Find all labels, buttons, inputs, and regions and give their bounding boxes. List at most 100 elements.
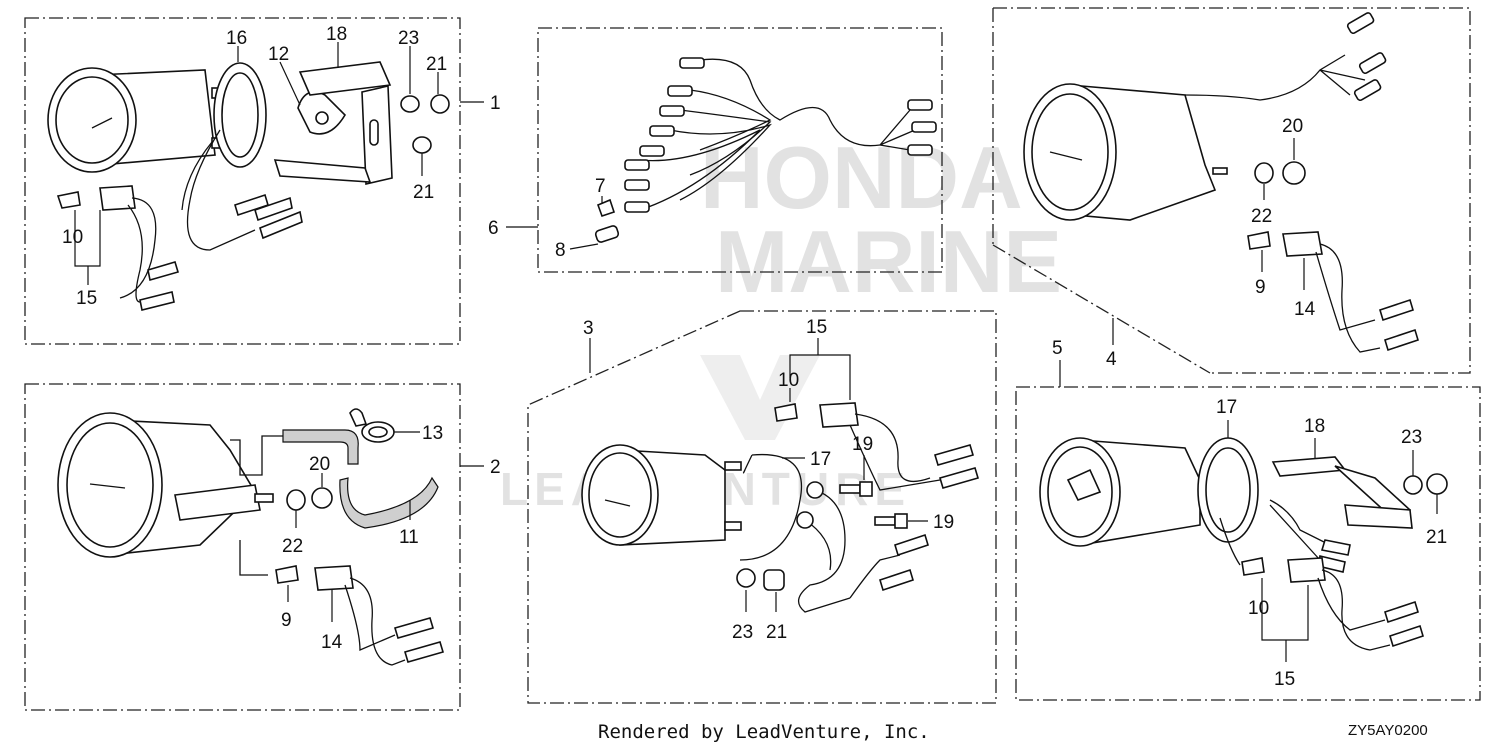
washer-icon [1403,475,1423,495]
callout-9: 9 [1255,277,1266,298]
wire-icon [1315,243,1381,353]
connector-icon [934,444,979,489]
elbow-hose-icon [282,429,359,465]
bracket-icon [1271,456,1413,529]
callout-10: 10 [62,227,83,248]
nut-icon [430,94,450,114]
socket-icon [1282,231,1323,257]
nut-icon [311,487,333,509]
screw-icon [839,481,908,529]
callout-8: 8 [555,240,566,261]
callout-21: 21 [1426,527,1447,548]
callout-15: 15 [76,288,97,309]
bulb-icon [1247,231,1271,250]
callout-23: 23 [1401,427,1422,448]
footer-credit: Rendered by LeadVenture, Inc. [598,721,930,743]
callout-group-3: 3 [583,318,594,339]
clamp-icon [297,91,347,135]
watermark-logo-icon [700,355,820,440]
group-5-frame [1015,386,1481,701]
washer-icon [736,568,756,588]
socket-icon [314,565,354,591]
wire-harness-icon [1184,54,1366,101]
callout-21: 21 [766,622,787,643]
connector-icon [879,533,929,592]
nut-icon [763,569,785,591]
wire-icon [849,413,941,491]
snap-ring-icon [739,453,802,561]
terminal-icon [596,198,616,218]
bracket-icon [273,61,393,185]
callout-14: 14 [1294,299,1316,320]
connector-icon [1346,12,1387,102]
callout-9: 9 [281,610,292,631]
callout-17: 17 [810,449,831,470]
callout-group-5: 5 [1052,338,1063,359]
callout-16: 16 [226,28,247,49]
wire-harness-icon [186,129,256,251]
callout-21: 21 [426,54,447,75]
nut-icon [412,136,432,154]
connector-icon [394,617,444,663]
socket-icon [1287,557,1326,583]
bulb-icon [1241,557,1265,576]
callout-20: 20 [309,454,330,475]
bulb-icon [275,565,299,584]
watermark-brand-bottom: MARINE [715,212,1062,311]
harness-icon [639,58,916,211]
socket-icon [819,402,859,428]
callout-group-6: 6 [488,218,499,239]
connector-icon [624,57,937,213]
callout-22: 22 [282,536,303,557]
socket-icon [99,185,136,211]
gauge-icon [57,412,274,558]
callout-20: 20 [1282,116,1303,137]
group-4-tachometer-assembly[interactable]: 4 20 22 9 14 [992,7,1471,374]
gauge-icon [1039,437,1231,547]
callout-23: 23 [732,622,753,643]
washer-icon [1254,162,1274,184]
bulb-icon [774,403,798,422]
callout-15: 15 [1274,669,1295,690]
nut-icon [1426,473,1448,495]
washer-icon [400,95,420,113]
callout-18: 18 [1304,416,1325,437]
connector-icon [1379,298,1419,352]
callout-17: 17 [1216,397,1237,418]
group-6-wire-harness[interactable]: 6 7 8 [488,27,943,273]
callout-10: 10 [778,370,799,391]
ring-gasket-icon [1197,437,1259,543]
group-3-frame [527,310,997,704]
gauge-icon [1023,83,1228,221]
callout-18: 18 [326,24,347,45]
group-6-frame [537,27,943,273]
callout-7: 7 [595,176,606,197]
connector-icon [139,261,179,311]
callout-19: 19 [933,512,954,533]
callout-21: 21 [413,182,434,203]
ring-gasket-icon [213,62,267,168]
wire-icon [1317,569,1391,651]
callout-11: 11 [399,527,419,548]
wire-icon [1269,499,1331,561]
hose-icon [339,476,439,529]
callout-15: 15 [806,317,827,338]
callout-10: 10 [1248,598,1269,619]
nut-icon [1282,161,1306,185]
group-2-trim-meter-assembly[interactable]: 2 13 20 22 11 9 14 [24,383,501,711]
group-1-tachometer-assembly[interactable]: 1 [24,17,501,345]
clip-icon [349,408,395,443]
wire-icon [344,577,406,666]
group-2-frame [24,383,461,711]
group-4-frame [993,7,1471,374]
callout-group-4: 4 [1106,349,1117,370]
diagram-code: ZY5AY0200 [1348,722,1428,739]
group-1-frame [24,17,461,345]
bulb-icon [56,191,81,209]
callout-12: 12 [268,44,289,65]
group-5-meter-assembly[interactable]: 5 17 18 23 21 [1015,338,1481,701]
callout-group-1: 1 [490,93,501,114]
group-3-meter-assembly[interactable]: 3 15 10 17 19 19 [527,310,997,704]
callout-22: 22 [1251,206,1272,227]
